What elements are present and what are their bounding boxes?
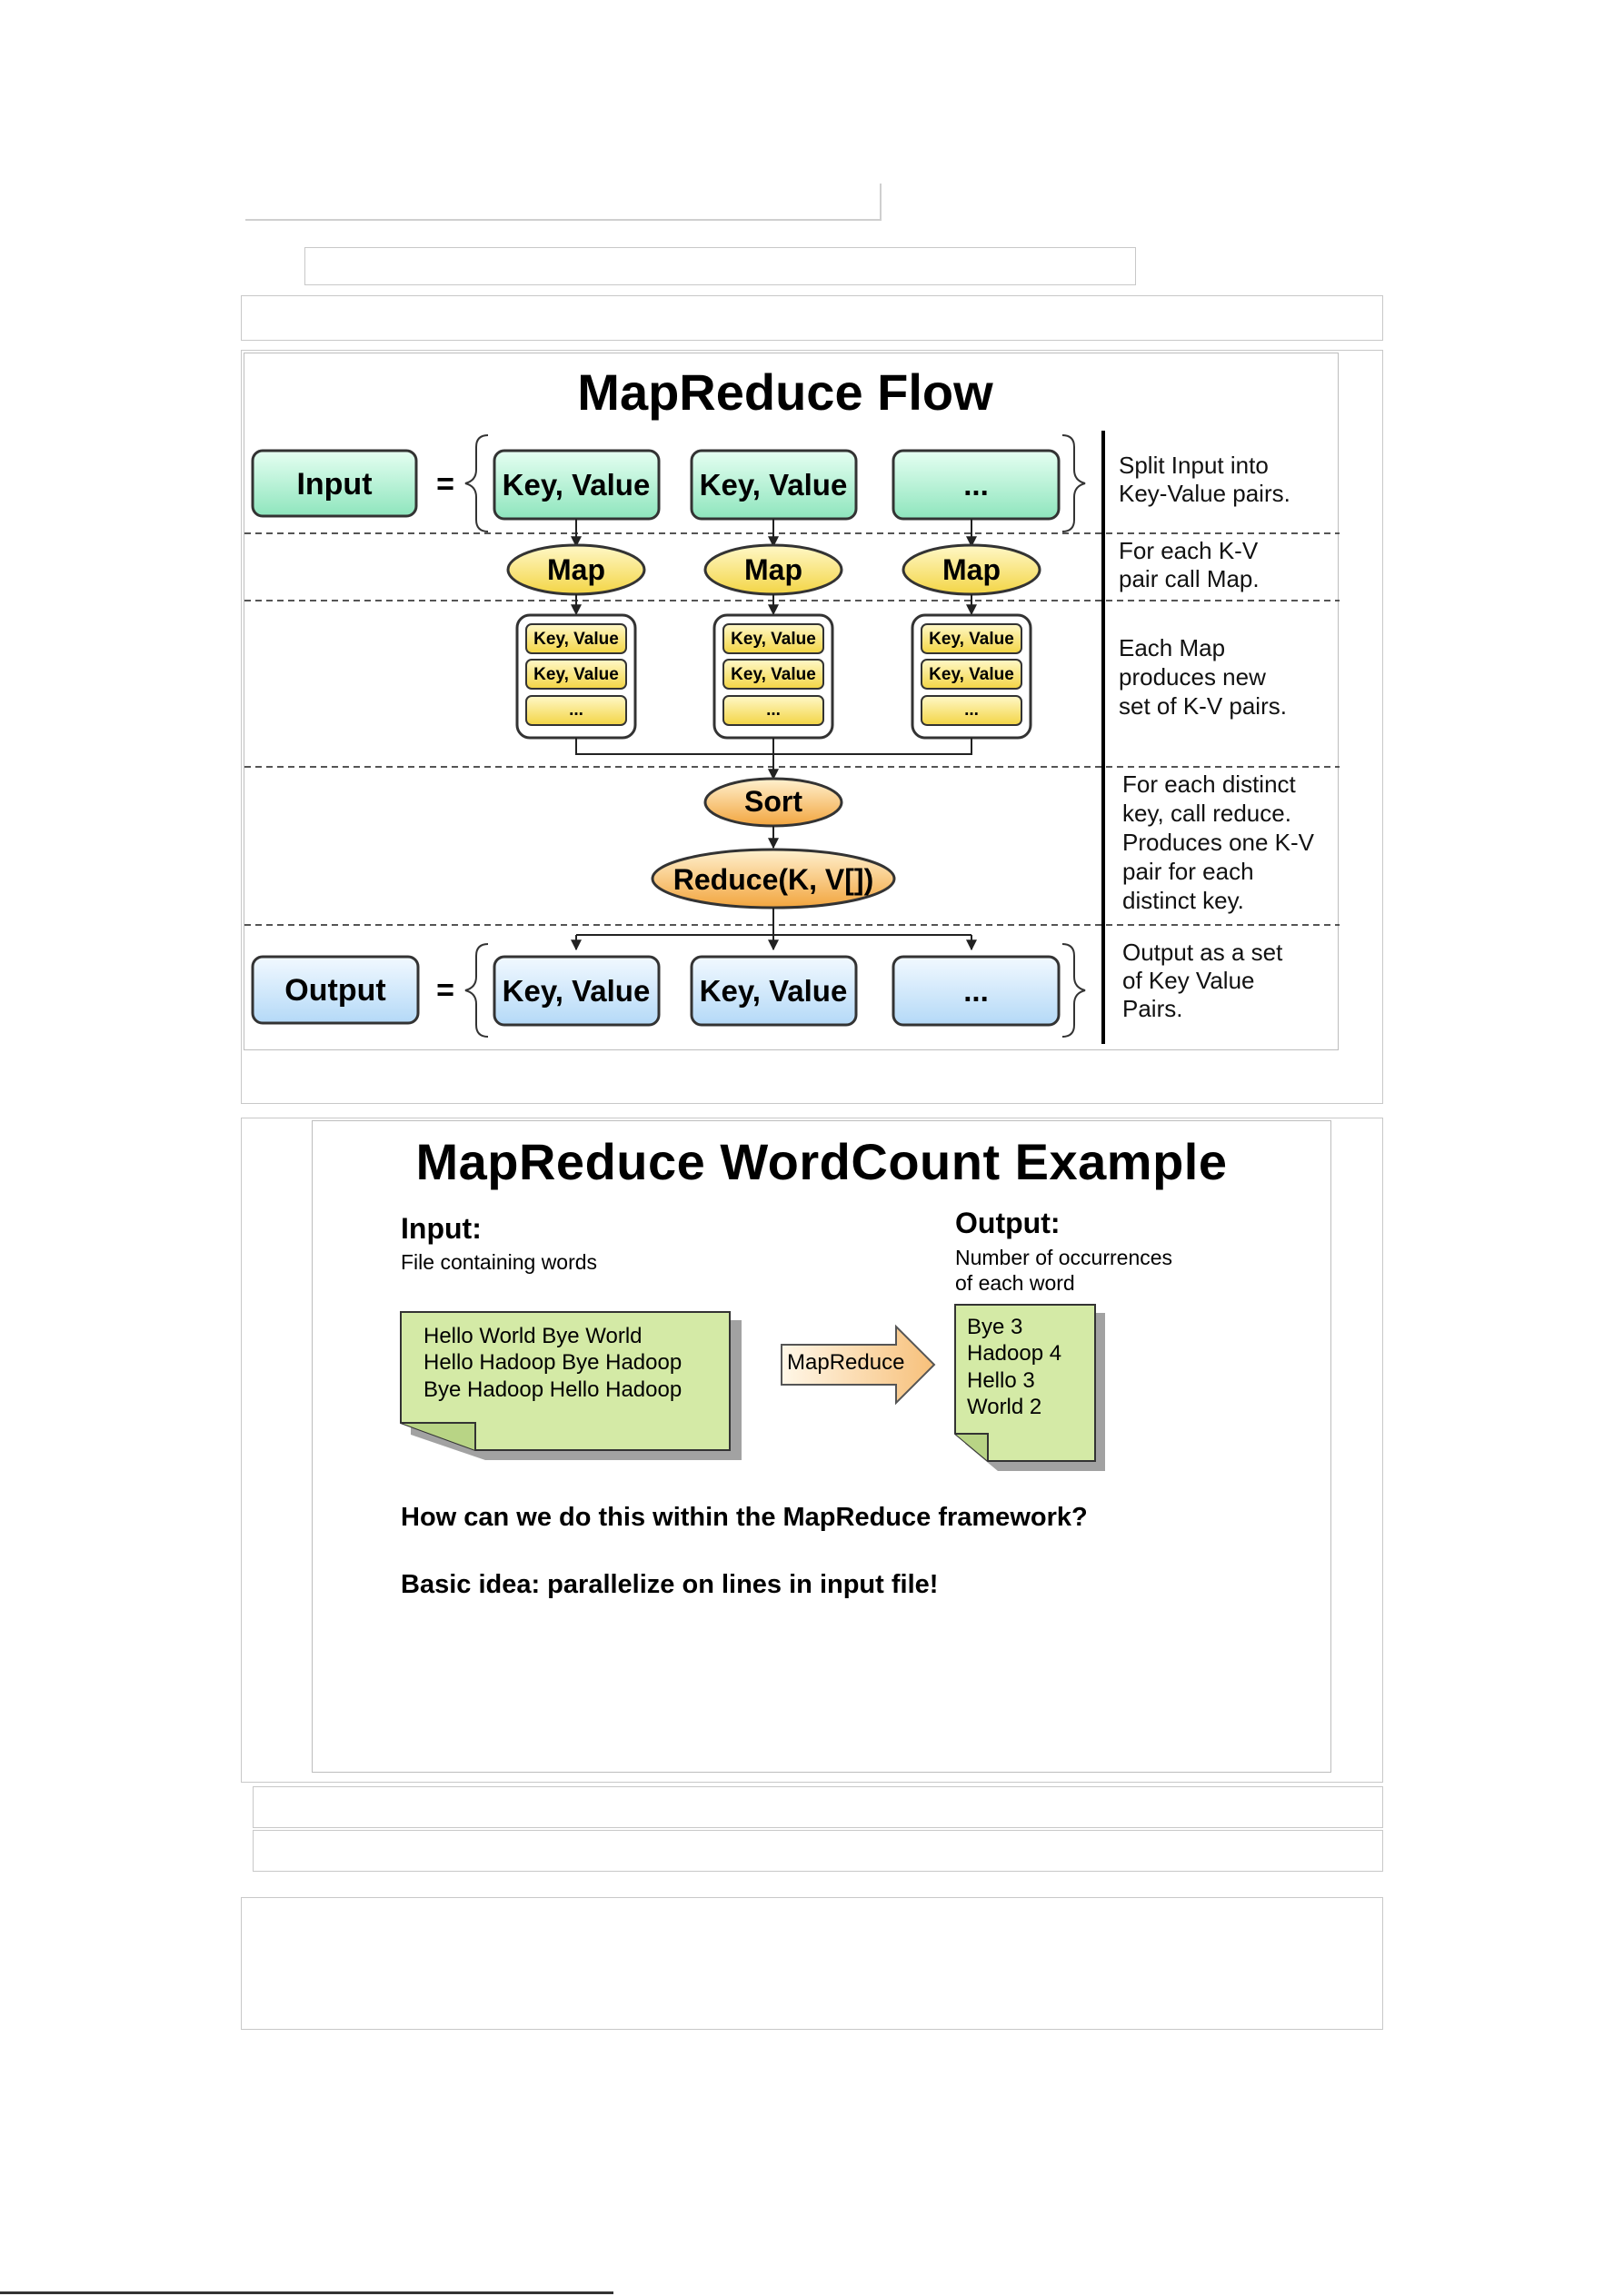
reduce-label: Reduce(K, V[]) <box>673 863 873 896</box>
placeholder-box-3 <box>253 1786 1383 1828</box>
output-ellipsis: ... <box>963 974 989 1008</box>
output-left-brace <box>464 943 489 1038</box>
note-map: For each K-V pair call Map. <box>1119 537 1264 592</box>
output-row: Output = Key, Value Key, Value ... <box>251 943 1086 1038</box>
output-equals: = <box>436 973 454 1008</box>
wordcount-title: MapReduce WordCount Example <box>415 1133 1228 1190</box>
stack3-kv-1 <box>921 623 1022 654</box>
stack1-kv-1 <box>525 623 627 654</box>
input-ellipsis: ... <box>963 468 989 502</box>
intermediate-stack-2: Key, Value Key, Value ... <box>712 613 834 740</box>
output-heading: Output: <box>955 1207 1061 1239</box>
output-desc-line: of each word <box>955 1271 1075 1296</box>
input-line: Bye Hadoop Hello Hadoop <box>423 1377 682 1402</box>
note-split: Split Input into Key-Value pairs. <box>1119 452 1290 507</box>
bottom-rule <box>0 2291 613 2294</box>
input-heading: Input: <box>401 1212 482 1245</box>
mapreduce-flow-figure: MapReduce Flow Input = Key, Value Key, V… <box>244 353 1340 1050</box>
note-produce: Each Map produces new set of K-V pairs. <box>1119 634 1287 720</box>
top-rule <box>245 219 882 221</box>
placeholder-box-5 <box>241 1897 1383 2030</box>
map-row: Map Map Map <box>506 543 1041 596</box>
output-description: Number of occurrences of each word <box>955 1245 1172 1296</box>
output-label: Output <box>284 973 385 1008</box>
output-desc-line: Number of occurrences <box>955 1246 1173 1269</box>
map-label-2: Map <box>744 553 802 586</box>
stack3-ellipsis: ... <box>964 701 979 720</box>
input-to-map-arrows <box>571 519 977 548</box>
stack3-kv-3 <box>921 695 1022 726</box>
output-kv-box-1 <box>493 955 661 1027</box>
stack1-kv-3 <box>525 695 627 726</box>
output-right-brace <box>1061 943 1086 1038</box>
sort-label: Sort <box>744 785 802 818</box>
output-kv-label-1: Key, Value <box>503 974 651 1008</box>
input-kv-label-2: Key, Value <box>700 468 848 502</box>
placeholder-box-2 <box>241 295 1383 341</box>
stack3-kv-label-2: Key, Value <box>929 665 1014 684</box>
flow-title: MapReduce Flow <box>577 363 993 421</box>
output-kv-label-2: Key, Value <box>700 974 848 1008</box>
flow-notes: Split Input into Key-Value pairs. For ea… <box>1119 452 1320 1022</box>
map-label-3: Map <box>942 553 1001 586</box>
note-output: Output as a set of Key Value Pairs. <box>1122 939 1290 1022</box>
input-box <box>251 449 418 518</box>
input-left-brace <box>464 434 489 532</box>
map-to-stack-arrows <box>571 594 977 616</box>
input-row: Input = Key, Value Key, Value ... <box>251 434 1086 532</box>
input-line: Hello World Bye World <box>423 1324 643 1348</box>
mapreduce-arrow <box>781 1324 936 1406</box>
stack2-ellipsis: ... <box>766 701 781 720</box>
map-label-1: Map <box>547 553 605 586</box>
input-line: Hello Hadoop Bye Hadoop <box>423 1350 682 1376</box>
input-equals: = <box>436 467 454 502</box>
input-kv-label-1: Key, Value <box>503 468 651 502</box>
output-box <box>251 955 420 1025</box>
input-document-text: Hello World Bye World Hello Hadoop Bye H… <box>423 1323 682 1403</box>
stack3-kv-label-1: Key, Value <box>929 630 1014 649</box>
stack2-kv-3 <box>722 695 824 726</box>
row-dividers <box>244 532 1340 926</box>
wordcount-figure: MapReduce WordCount Example Input: File … <box>312 1120 1331 1773</box>
note-reduce: For each distinct key, call reduce. Prod… <box>1122 770 1320 914</box>
output-line: Bye 3 <box>967 1315 1023 1339</box>
reduce-to-output-lines <box>576 908 971 936</box>
mapreduce-arrow-label: MapReduce <box>787 1350 905 1375</box>
idea-text: Basic idea: parallelize on lines in inpu… <box>401 1570 939 1599</box>
intermediate-stack-3: Key, Value Key, Value ... <box>911 613 1032 740</box>
output-line: Hadoop 4 <box>967 1341 1062 1367</box>
stack2-kv-label-1: Key, Value <box>731 630 816 649</box>
input-document-shape <box>400 1311 742 1460</box>
input-label: Input <box>296 467 372 502</box>
stack1-ellipsis: ... <box>569 701 583 720</box>
reduce-to-output-arrows <box>571 935 977 951</box>
output-line: Hello 3 <box>967 1367 1035 1393</box>
stack2-kv-1 <box>722 623 824 654</box>
stack2-kv-2 <box>722 659 824 690</box>
placeholder-box-1 <box>304 247 1136 285</box>
mapreduce-flow-diagram: MapReduce Flow Input = Key, Value Key, V… <box>244 363 1340 1044</box>
flow-figure-frame <box>241 350 1383 1104</box>
top-rule-end <box>880 184 882 221</box>
stack2-kv-label-2: Key, Value <box>731 665 816 684</box>
input-description: File containing words <box>401 1250 598 1274</box>
stack1-kv-label-2: Key, Value <box>533 665 619 684</box>
merge-lines <box>575 738 972 755</box>
input-right-brace <box>1061 434 1086 532</box>
placeholder-box-4 <box>253 1830 1383 1872</box>
wordcount-figure-frame <box>241 1118 1383 1783</box>
question-text: How can we do this within the MapReduce … <box>401 1503 1088 1532</box>
stack3-kv-2 <box>921 659 1022 690</box>
stack1-kv-2 <box>525 659 627 690</box>
input-kv-box-3 <box>892 449 1061 521</box>
output-document-shape <box>954 1304 1105 1471</box>
output-kv-box-2 <box>690 955 858 1027</box>
output-document-text: Bye 3 Hadoop 4 Hello 3 World 2 <box>967 1314 1061 1420</box>
stack1-kv-label-1: Key, Value <box>533 630 619 649</box>
output-line: World 2 <box>967 1394 1042 1419</box>
intermediate-stack-1: Key, Value Key, Value ... <box>515 613 637 740</box>
output-kv-box-3 <box>892 955 1061 1027</box>
